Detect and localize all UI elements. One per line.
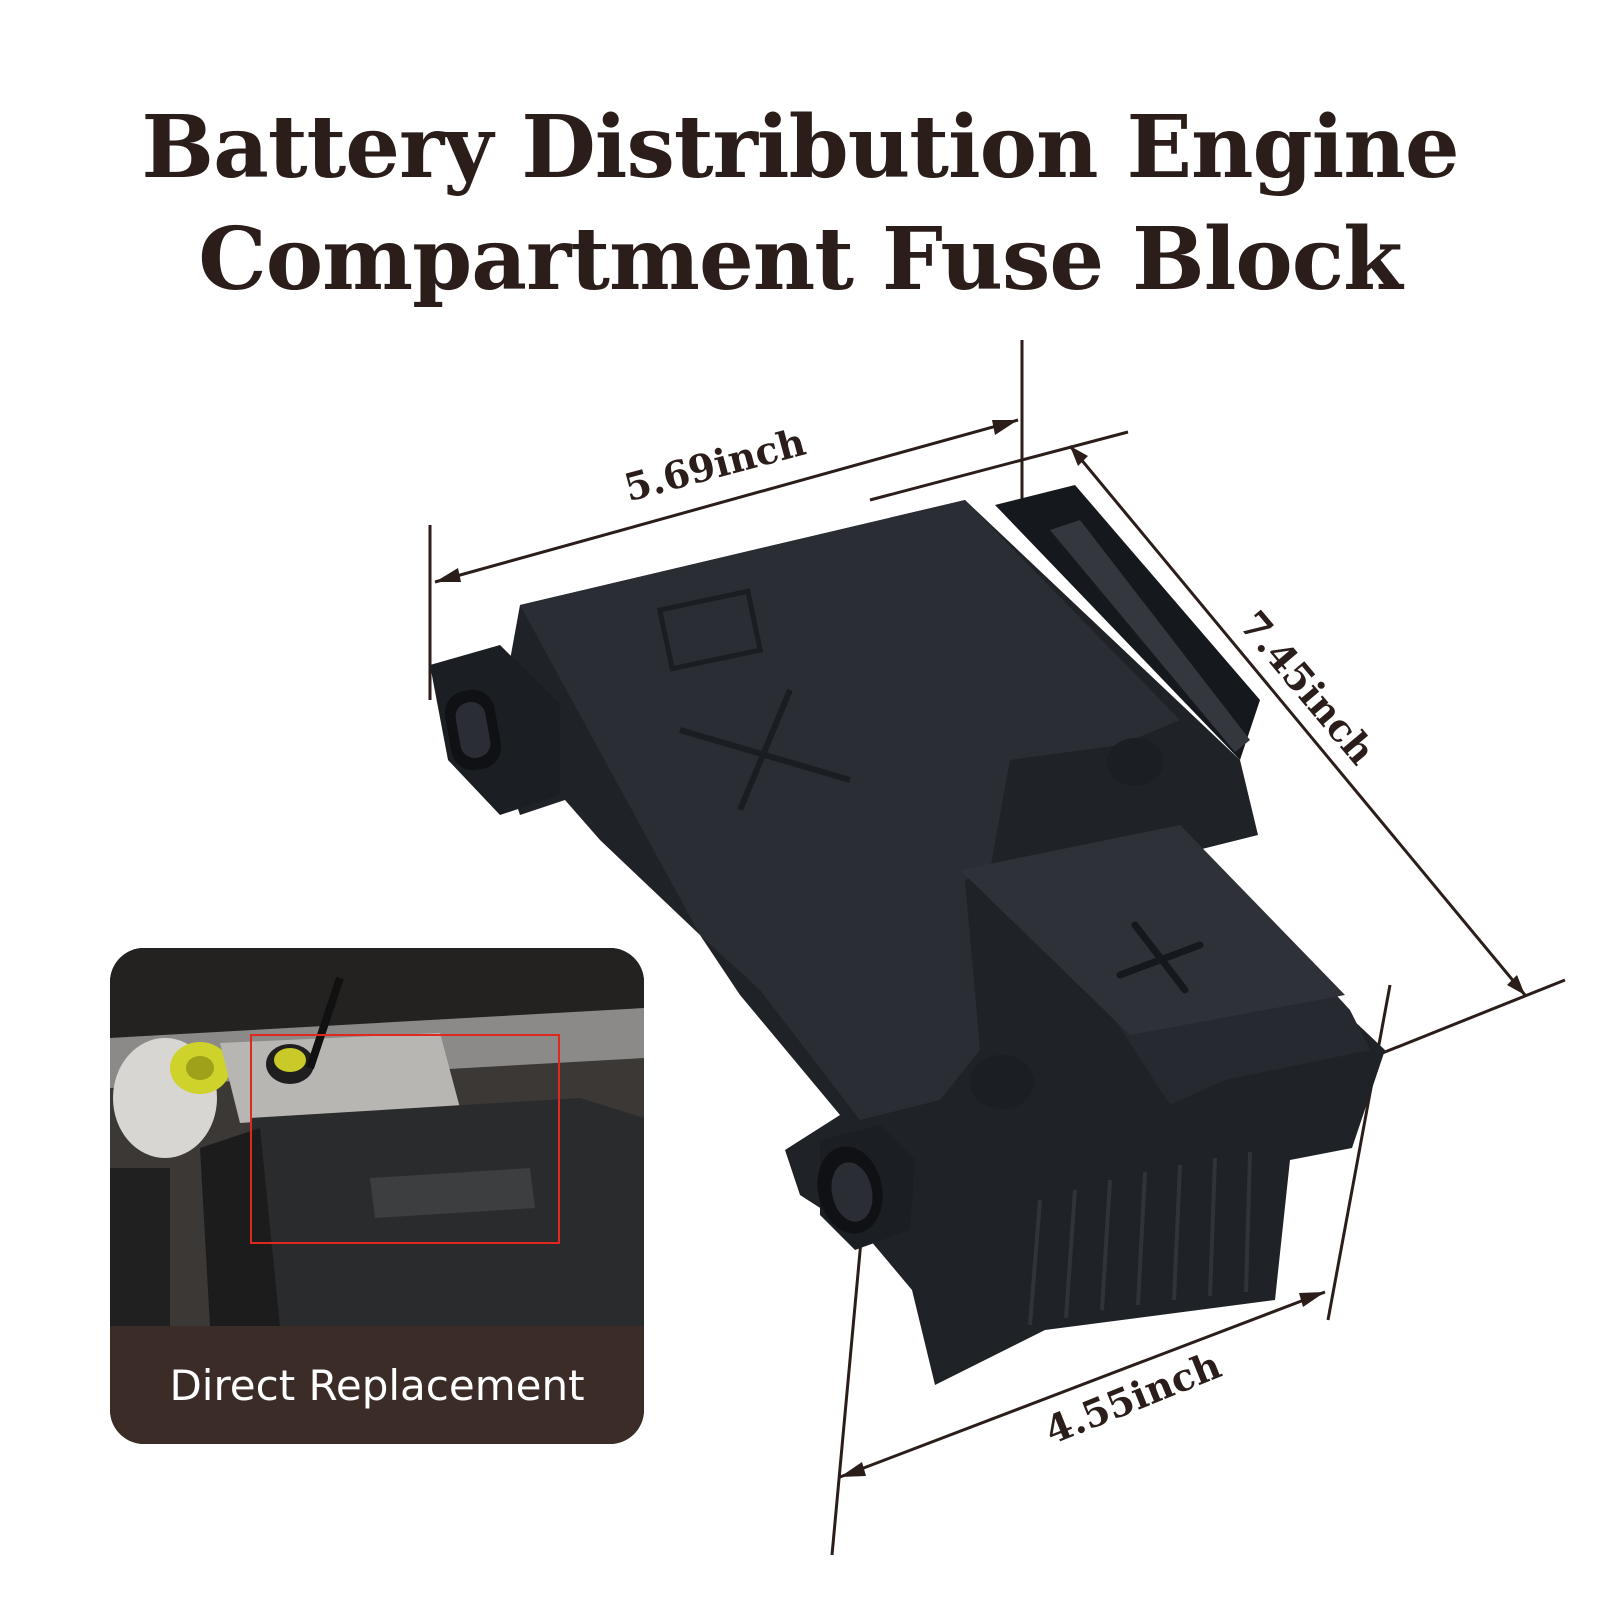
dimension-arrowheads: [435, 420, 1525, 1477]
left-connector: [430, 645, 560, 815]
front-connector: [817, 1125, 915, 1250]
title-line-1: Battery Distribution Engine: [141, 97, 1459, 198]
highlight-box: [250, 1034, 560, 1244]
product-title: Battery Distribution Engine Compartment …: [0, 92, 1600, 316]
cross-embossing: [679, 688, 851, 812]
side-ribs: [1028, 1151, 1252, 1326]
inset-caption: Direct Replacement: [110, 1326, 644, 1444]
engine-bay-photo: [110, 948, 644, 1326]
plus-mark: [1116, 921, 1204, 994]
fuse-block: [430, 485, 1385, 1385]
installation-photo-inset: Direct Replacement: [110, 948, 644, 1444]
title-line-2: Compartment Fuse Block: [198, 209, 1402, 310]
